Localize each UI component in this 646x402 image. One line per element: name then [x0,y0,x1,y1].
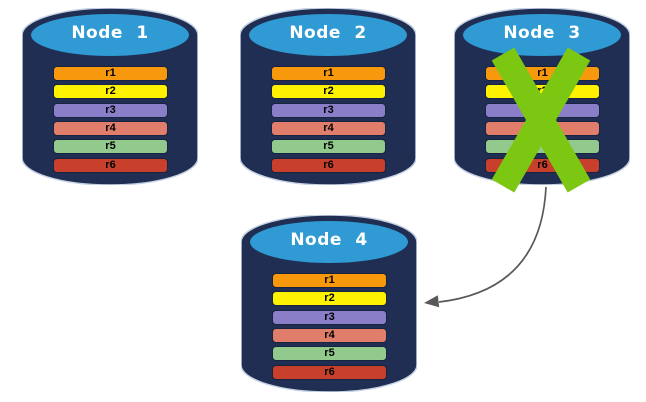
record-bar-r6: r6 [272,365,387,380]
record-list: r1 r2 r3 r4 r5 r6 [241,215,417,392]
arrowhead-icon [424,295,440,308]
record-bar-r4: r4 [272,328,387,343]
cylinder-top [250,221,408,263]
node-2: Node 2 r1 r2 r3 r4 r5 r6 [240,8,416,185]
node-title: Node 2 [289,23,367,43]
cylinder-top [463,14,621,56]
record-bar-r2: r2 [271,84,386,99]
record-bar-r6: r6 [53,158,168,173]
record-bar-r1: r1 [53,66,168,81]
cylinder-top [31,14,189,56]
record-bar-r5: r5 [271,139,386,154]
arrow-line [438,186,547,303]
redistribution-arrow [424,186,547,308]
record-bar-r5: r5 [53,139,168,154]
record-bar-r2: r2 [272,291,387,306]
record-bar-r1: r1 [272,273,387,288]
record-bar-r2: r2 [53,84,168,99]
node-title: Node 3 [503,23,581,43]
cylinder-top [249,14,407,56]
record-list: r1 r2 r3 r4 r5 r6 [22,8,198,185]
node-3: Node 3 r1 r2 r3 r4 r5 r6 [454,8,630,193]
node-title: Node 4 [290,230,368,250]
record-bar-r1: r1 [271,66,386,81]
node-title: Node 1 [71,23,149,43]
record-bar-r4: r4 [53,121,168,136]
record-bar-r3: r3 [53,103,168,118]
failure-x-icon [491,47,591,193]
node-4: Node 4 r1 r2 r3 r4 r5 r6 [241,215,417,392]
node-1: Node 1 r1 r2 r3 r4 r5 r6 [22,8,198,185]
record-bar-r6: r6 [271,158,386,173]
record-bar-r3: r3 [272,310,387,325]
record-bar-r3: r3 [271,103,386,118]
record-list: r1 r2 r3 r4 r5 r6 [240,8,416,185]
x-stroke [491,47,591,193]
record-bar-r4: r4 [271,121,386,136]
record-bar-r5: r5 [272,346,387,361]
